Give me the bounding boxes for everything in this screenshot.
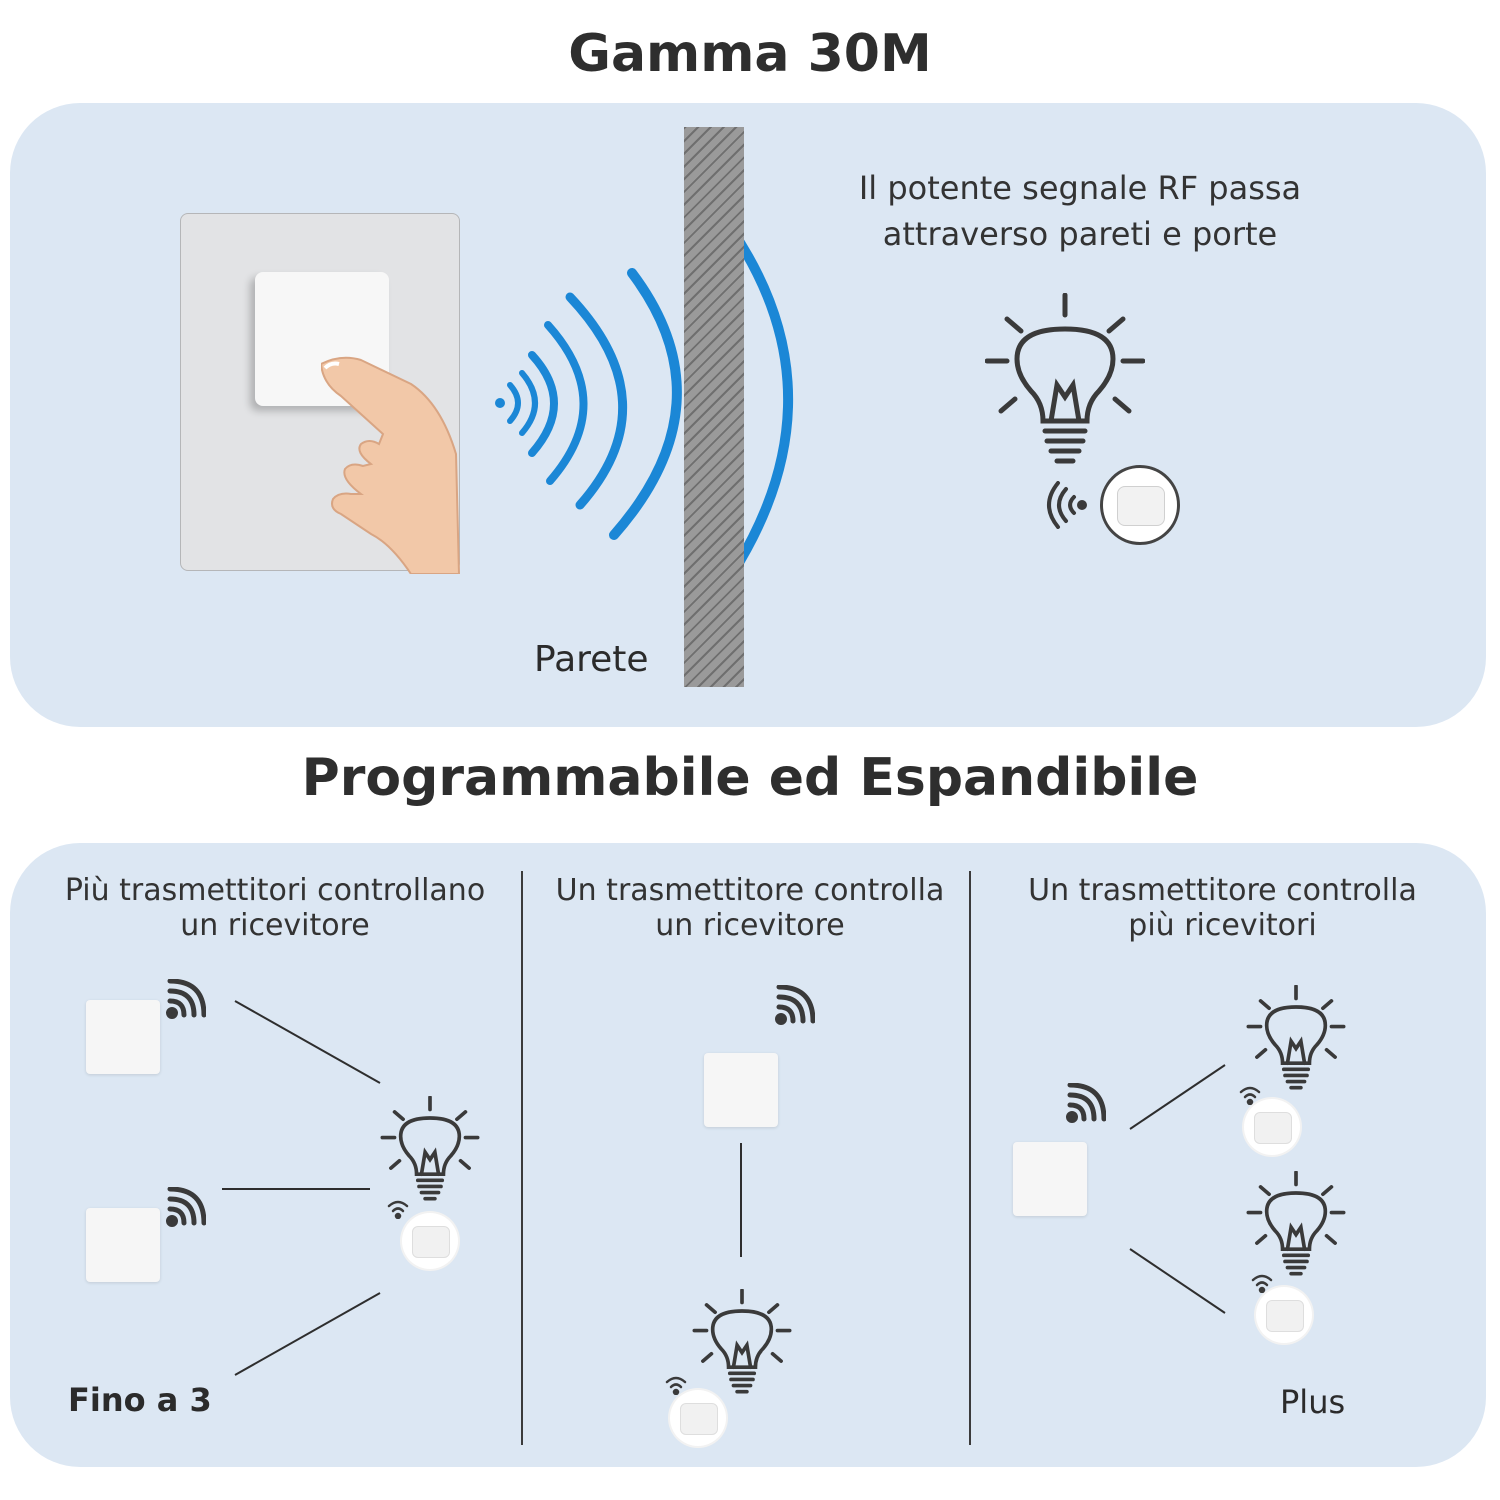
wifi-icon	[1066, 1083, 1106, 1123]
connection-lines	[222, 1000, 1226, 1376]
expandable-panel: Più trasmettitori controllano un ricevit…	[10, 843, 1486, 1467]
bulb-icon	[380, 1096, 480, 1201]
receiver-icon	[670, 1390, 726, 1446]
plus-note: Plus	[1280, 1383, 1346, 1421]
transmitter-switch	[1013, 1142, 1087, 1216]
wifi-icon	[665, 1376, 687, 1395]
column-title-multi-transmitter: Più trasmettitori controllano un ricevit…	[64, 873, 486, 943]
receiver-icon	[1244, 1099, 1300, 1155]
limit-note: Fino a 3	[68, 1381, 212, 1419]
wall-label: Parete	[534, 639, 649, 680]
wifi-icon	[1239, 1086, 1261, 1105]
bulb-icon	[1246, 985, 1346, 1090]
column-divider	[521, 871, 523, 1445]
wall	[684, 127, 744, 687]
section-title-range: Gamma 30M	[568, 24, 932, 84]
receiver-icon	[1256, 1287, 1312, 1343]
receiver-icon	[402, 1213, 458, 1269]
column-title-single: Un trasmettitore controlla un ricevitore	[555, 873, 945, 943]
range-panel: Parete Il potente segnale RF passa attra…	[10, 103, 1486, 727]
column-title-multi-receiver: Un trasmettitore controlla più ricevitor…	[1028, 873, 1417, 943]
signal-waves-icon	[495, 198, 794, 624]
wifi-icon	[387, 1200, 409, 1219]
wifi-icon	[166, 979, 206, 1019]
wifi-icon	[775, 985, 815, 1025]
bulb-icon	[692, 1289, 792, 1394]
bulb-icon	[985, 293, 1145, 464]
rf-description: Il potente segnale RF passa attraverso p…	[858, 169, 1302, 253]
hand-icon	[321, 356, 461, 574]
transmitter-switch	[86, 1208, 160, 1282]
transmitter-switch	[86, 1000, 160, 1074]
transmitter-switch	[704, 1053, 778, 1127]
wifi-icon	[166, 1187, 206, 1227]
switch-plate	[180, 213, 461, 574]
bulb-icon	[1246, 1171, 1346, 1276]
receiver-icon	[1100, 465, 1180, 545]
wifi-icon	[1251, 1274, 1273, 1293]
wifi-icon	[1047, 481, 1087, 529]
column-divider	[969, 871, 971, 1445]
section-title-expandable: Programmabile ed Espandibile	[301, 748, 1199, 808]
